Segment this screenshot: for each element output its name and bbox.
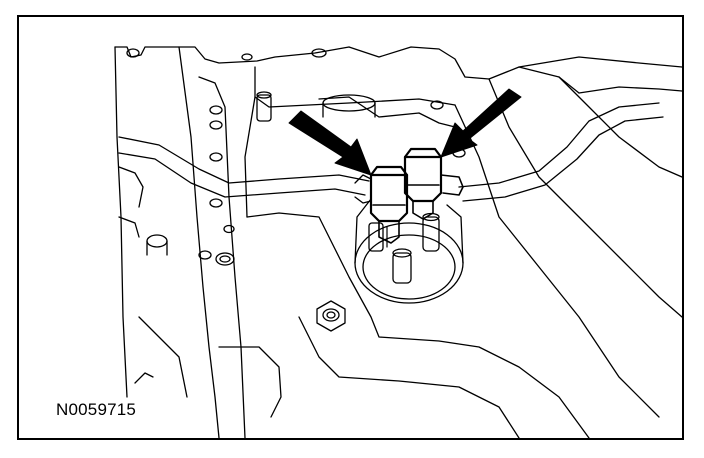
transmission-illustration	[114, 46, 682, 438]
fluid-tube	[118, 102, 664, 202]
right-connector	[403, 147, 464, 220]
left-tube	[118, 166, 144, 238]
case-outline	[114, 46, 682, 438]
bolts	[126, 48, 466, 260]
callout-arrows	[288, 88, 522, 176]
callout-arrow-left	[288, 110, 372, 176]
lower-plate	[138, 212, 590, 438]
callout-arrow-right	[440, 88, 522, 158]
large-nut	[316, 300, 346, 332]
figure-frame: N0059715	[17, 15, 684, 440]
standoff-post	[256, 91, 272, 122]
wire-clip	[354, 174, 372, 204]
sleeves	[146, 234, 235, 266]
leader-line	[134, 372, 154, 384]
figure-id-label: N0059715	[56, 400, 137, 419]
